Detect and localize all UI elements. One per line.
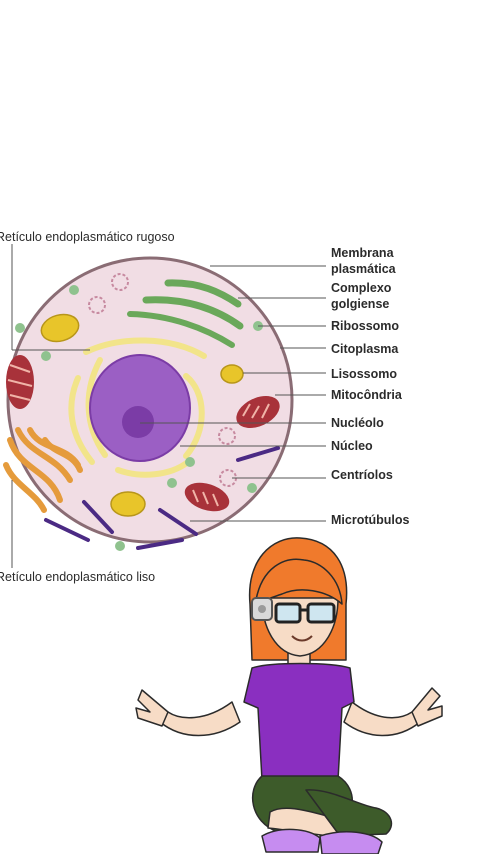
left-arm	[159, 701, 241, 737]
right-hand	[411, 687, 443, 727]
ribosomes	[15, 285, 263, 551]
label-golgi-line1: Complexo	[331, 281, 392, 295]
golgi-complex-shape	[127, 279, 244, 348]
label-smooth-er: Retículo endoplasmático liso	[0, 570, 155, 584]
mitochondrion-left	[6, 355, 34, 409]
left-hand	[135, 689, 169, 727]
cartoon-character	[135, 537, 443, 854]
smile	[291, 635, 313, 642]
mitochondrion-right	[236, 396, 280, 428]
right-shoe	[319, 831, 383, 854]
label-cytoplasm: Citoplasma	[331, 342, 399, 356]
label-lysosome: Lisossomo	[331, 367, 397, 381]
label-mitochondria: Mitocôndria	[331, 388, 403, 402]
label-membrane-line1: Membrana	[331, 246, 395, 260]
label-centrioles: Centríolos	[331, 468, 393, 482]
label-rough-er: Retículo endoplasmático rugoso	[0, 230, 175, 244]
lysosome-1	[40, 313, 80, 343]
microtubules-shape	[44, 446, 280, 550]
smooth-er-shape	[3, 427, 83, 513]
label-nucleolus: Nucléolo	[331, 416, 384, 430]
label-membrane-line2: plasmática	[331, 262, 397, 276]
label-golgi-line2: golgiense	[331, 297, 389, 311]
glasses	[251, 597, 336, 624]
lysosome-3	[110, 491, 146, 517]
mitochondrion-bottom	[184, 482, 230, 512]
label-microtubules: Microtúbulos	[331, 513, 410, 527]
hair-bangs	[255, 558, 343, 605]
shirt	[243, 662, 355, 781]
lysosome-2	[220, 364, 244, 384]
label-ribosome: Ribossomo	[331, 319, 399, 333]
leader-lines	[11, 244, 326, 568]
label-nucleus: Núcleo	[331, 439, 373, 453]
animal-cell	[3, 256, 294, 551]
left-shoe	[261, 828, 321, 853]
right-arm	[343, 701, 421, 737]
nucleolus-shape	[122, 406, 154, 438]
rough-er-shape	[68, 337, 207, 478]
right-leg	[305, 789, 393, 837]
